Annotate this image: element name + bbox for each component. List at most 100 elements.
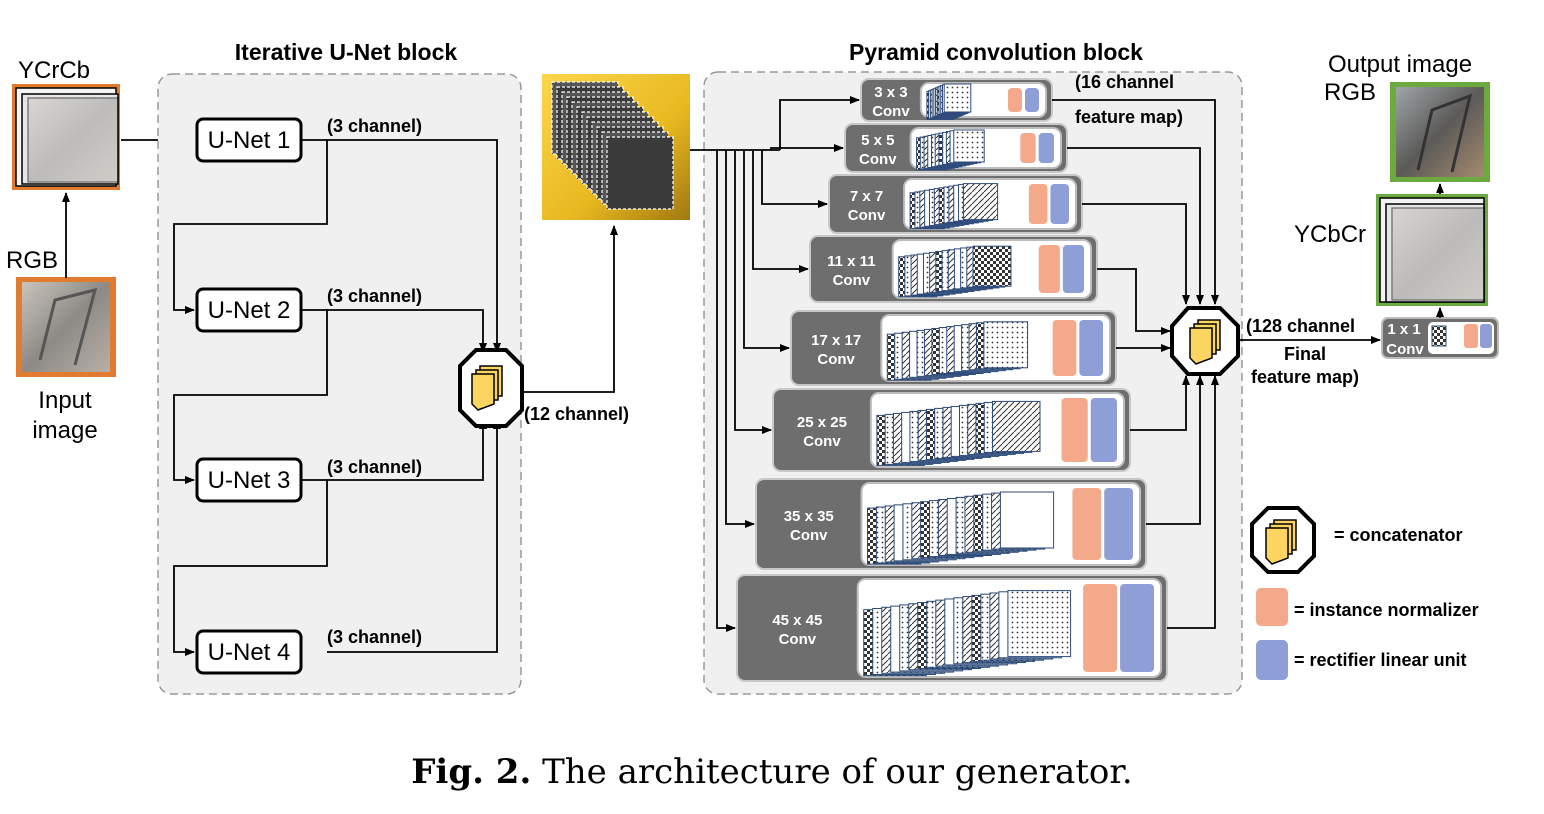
conv-1x1-block: 1 x 1 Conv bbox=[1381, 317, 1499, 359]
legend-concatenator-label: = concatenator bbox=[1334, 525, 1463, 545]
conv-3x3-relu bbox=[1025, 88, 1039, 112]
conv-25x25-instance-norm bbox=[1061, 398, 1088, 462]
branch-connector bbox=[752, 150, 809, 273]
conv-25x25-op: Conv bbox=[803, 433, 841, 450]
stack-to-pyramid-connectors bbox=[690, 96, 860, 632]
branch-connector bbox=[770, 144, 844, 152]
unet-1-label: U-Net 1 bbox=[208, 127, 291, 154]
conv-35x35-op: Conv bbox=[790, 527, 828, 544]
conv-5x5-block: 5 x 5 Conv bbox=[844, 123, 1068, 173]
pyramid-block-title: Pyramid convolution block bbox=[849, 39, 1143, 65]
stack-layers bbox=[551, 81, 674, 210]
conv-45x45-op: Conv bbox=[779, 631, 817, 648]
input-section: YCrCb RGB Input image bbox=[6, 57, 195, 444]
caption-prefix: Fig. 2. bbox=[411, 752, 532, 792]
pyramid-output-connector bbox=[1130, 375, 1190, 431]
pyramid-output-connector bbox=[1082, 203, 1190, 305]
conv-25x25-size: 25 x 25 bbox=[797, 414, 847, 431]
unet-block-title: Iterative U-Net block bbox=[235, 39, 458, 65]
final-128-channel-label: (128 channel bbox=[1246, 316, 1355, 336]
feature-16-channel-label-2: feature map) bbox=[1075, 107, 1183, 127]
conv-5x5-instance-norm bbox=[1020, 133, 1036, 163]
conv-3x3-block: 3 x 3 Conv bbox=[860, 78, 1053, 122]
legend-instance-normalizer-swatch bbox=[1256, 588, 1288, 626]
legend-instance-normalizer-label: = instance normalizer bbox=[1294, 600, 1479, 620]
unet-concatenator-icon bbox=[458, 348, 524, 428]
unet-output-connectors bbox=[327, 139, 501, 653]
figure-caption: Fig. 2. The architecture of our generato… bbox=[0, 752, 1544, 792]
conv-3x3-op: Conv bbox=[872, 103, 910, 120]
conv-35x35-relu bbox=[1104, 488, 1133, 560]
rgb-input-label: RGB bbox=[6, 247, 58, 274]
conv-17x17-size: 17 x 17 bbox=[811, 332, 861, 349]
unet-2-channel-label: (3 channel) bbox=[327, 286, 422, 306]
branch-connector bbox=[716, 150, 736, 632]
conv-7x7-size: 7 x 7 bbox=[850, 188, 883, 205]
conv-5x5-op: Conv bbox=[859, 151, 897, 168]
legend: = concatenator = instance normalizer = r… bbox=[1250, 506, 1479, 680]
unet-3: U-Net 3 bbox=[195, 457, 303, 503]
pyramid-output-connector bbox=[1167, 375, 1219, 629]
unet-2-label: U-Net 2 bbox=[208, 297, 291, 324]
conv-3x3-size: 3 x 3 bbox=[874, 84, 907, 101]
conv-1x1-size: 1 x 1 bbox=[1387, 321, 1420, 338]
final-label: Final bbox=[1284, 344, 1326, 364]
ycrcb-label: YCrCb bbox=[18, 57, 90, 84]
output-image-label: Output image bbox=[1328, 51, 1472, 78]
unet-3-channel-label: (3 channel) bbox=[327, 457, 422, 477]
conv-3x3-instance-norm bbox=[1008, 88, 1022, 112]
final-concatenator-icon bbox=[1170, 306, 1240, 376]
branch-connector bbox=[743, 150, 790, 352]
conv-7x7-instance-norm bbox=[1028, 184, 1048, 224]
legend-relu-label: = rectifier linear unit bbox=[1294, 650, 1467, 670]
legend-concatenator-icon bbox=[1250, 506, 1316, 574]
conv-35x35-size: 35 x 35 bbox=[784, 508, 834, 525]
input-image-label-2: image bbox=[32, 417, 97, 444]
conv-11x11-relu bbox=[1062, 245, 1084, 293]
conv-11x11-instance-norm bbox=[1038, 245, 1060, 293]
unet-chain-connectors bbox=[173, 139, 328, 656]
branch-connector bbox=[779, 96, 860, 150]
rgb-input-image bbox=[16, 277, 116, 377]
unet-1-channel-label: (3 channel) bbox=[327, 116, 422, 136]
ycbcr-output-image bbox=[1376, 194, 1488, 306]
unet-1: U-Net 1 bbox=[195, 117, 303, 163]
ycbcr-label: YCbCr bbox=[1294, 221, 1366, 248]
final-feature-map-label: feature map) bbox=[1251, 367, 1359, 387]
rgb-output-image bbox=[1390, 82, 1490, 182]
pyramid-to-concat-connectors bbox=[1052, 99, 1219, 629]
branch-connector bbox=[761, 150, 828, 208]
unet-2: U-Net 2 bbox=[195, 287, 303, 333]
branch-connector bbox=[725, 150, 755, 528]
feature-16-channel-label-1: (16 channel bbox=[1075, 72, 1174, 92]
legend-relu-swatch bbox=[1256, 640, 1288, 680]
conv-11x11-size: 11 x 11 bbox=[827, 253, 875, 270]
caption-text: The architecture of our generator. bbox=[531, 752, 1133, 792]
concat-12-channel-label: (12 channel) bbox=[524, 404, 629, 424]
pyramid-output-connector bbox=[1097, 268, 1171, 335]
conv-7x7-block: 7 x 7 Conv bbox=[828, 174, 1083, 234]
output-rgb-label: RGB bbox=[1324, 79, 1376, 106]
conv-17x17-relu bbox=[1079, 320, 1103, 376]
conv-25x25-relu bbox=[1090, 398, 1117, 462]
conv-17x17-instance-norm bbox=[1052, 320, 1077, 376]
pyramid-output-connector bbox=[1146, 375, 1204, 525]
unet-4-label: U-Net 4 bbox=[208, 639, 291, 666]
ycrcb-image bbox=[12, 84, 120, 190]
conv-35x35-block: 35 x 35 Conv bbox=[755, 478, 1147, 570]
iterative-unet-block: Iterative U-Net block U-Net 1 U-Net 2 U-… bbox=[157, 39, 629, 695]
conv-1x1-op: Conv bbox=[1386, 341, 1424, 358]
conv-5x5-size: 5 x 5 bbox=[861, 132, 894, 149]
twelve-channel-stack bbox=[542, 74, 690, 220]
branch-connector bbox=[734, 150, 772, 434]
conv-25x25-block: 25 x 25 Conv bbox=[772, 388, 1131, 472]
concat-to-stack-arrow bbox=[522, 225, 618, 393]
conv-7x7-op: Conv bbox=[848, 207, 886, 224]
conv-5x5-relu bbox=[1038, 133, 1054, 163]
